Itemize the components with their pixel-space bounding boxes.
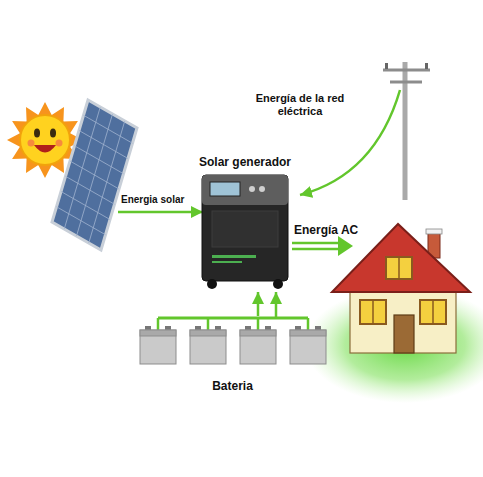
battery-cell bbox=[190, 330, 226, 364]
battery-stem bbox=[207, 318, 210, 330]
house-wall bbox=[350, 285, 456, 353]
generator-top bbox=[202, 175, 288, 205]
generator-button bbox=[259, 186, 265, 192]
battery-stem bbox=[307, 318, 310, 330]
flow-connector bbox=[257, 292, 260, 316]
generator-unit: Solar generador bbox=[190, 155, 300, 292]
battery-bank: Bateria bbox=[130, 316, 335, 394]
ac-arrow-head bbox=[338, 236, 353, 256]
window-bar bbox=[432, 300, 434, 324]
node-heading: Solar generador bbox=[199, 155, 291, 170]
battery-terminal bbox=[315, 326, 321, 330]
battery-lid bbox=[290, 330, 326, 336]
sun-eye bbox=[34, 129, 40, 138]
sun-disc bbox=[20, 115, 70, 165]
house-window bbox=[420, 300, 446, 324]
house-window bbox=[360, 300, 386, 324]
pole-crossbar bbox=[383, 69, 430, 72]
sun-cheek bbox=[28, 140, 35, 147]
battery-lid bbox=[140, 330, 176, 336]
flow-label: Energia solar bbox=[121, 194, 184, 206]
sun-eye bbox=[50, 129, 56, 138]
battery-terminal bbox=[145, 326, 151, 330]
generator-wheel bbox=[207, 279, 217, 289]
battery-stem bbox=[257, 318, 260, 330]
solar-arrow bbox=[118, 211, 203, 214]
battery-cell bbox=[240, 330, 276, 364]
battery-terminal bbox=[265, 326, 271, 330]
battery-bus bbox=[158, 317, 308, 320]
pole-insulator bbox=[425, 63, 428, 69]
panel-grid bbox=[52, 100, 137, 250]
chimney-cap bbox=[426, 229, 442, 234]
generator-display bbox=[210, 182, 240, 196]
battery-arrow bbox=[275, 292, 278, 318]
generator-stripe bbox=[212, 255, 256, 258]
battery-lid bbox=[240, 330, 276, 336]
generator-body bbox=[202, 175, 288, 281]
battery-stem bbox=[157, 318, 160, 330]
window-bar bbox=[398, 257, 400, 279]
sun-cheek bbox=[56, 140, 63, 147]
flow-label: Energía de la red eléctrica bbox=[240, 92, 360, 118]
ac-arrow bbox=[292, 236, 353, 256]
generator-vent bbox=[212, 211, 278, 247]
generator-wheel bbox=[273, 279, 283, 289]
attic-window bbox=[386, 257, 412, 279]
battery-cell bbox=[140, 330, 176, 364]
window-bar bbox=[372, 300, 374, 324]
battery-terminal bbox=[165, 326, 171, 330]
sun-smile bbox=[34, 145, 56, 153]
pole-crossbar bbox=[390, 81, 422, 84]
house bbox=[332, 224, 470, 353]
generator-stripe bbox=[212, 261, 242, 263]
battery-cell bbox=[290, 330, 326, 364]
flow-label: Energía AC bbox=[294, 223, 358, 237]
node-heading: Bateria bbox=[212, 379, 253, 394]
battery-terminal bbox=[295, 326, 301, 330]
battery-terminal bbox=[245, 326, 251, 330]
solar-panel bbox=[52, 100, 137, 250]
battery-terminal bbox=[195, 326, 201, 330]
ac-arrow-line bbox=[292, 242, 340, 245]
ac-arrow-line bbox=[292, 248, 340, 251]
battery-lid bbox=[190, 330, 226, 336]
node-art bbox=[190, 155, 300, 292]
panel-frame bbox=[52, 100, 137, 250]
utility-pole bbox=[383, 62, 430, 200]
house-door bbox=[394, 315, 414, 353]
battery-terminal bbox=[215, 326, 221, 330]
generator-button bbox=[249, 186, 255, 192]
pole-insulator bbox=[385, 63, 388, 69]
